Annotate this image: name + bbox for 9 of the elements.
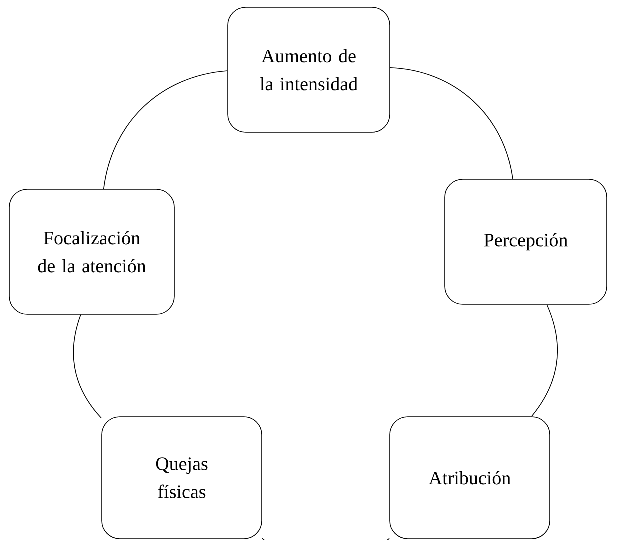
process-box: Percepción — [444, 179, 608, 305]
process-box: Quejas físicas — [102, 416, 262, 540]
process-box: Atribución — [390, 416, 550, 540]
process-box: Focalización de la atención — [9, 189, 175, 315]
connector-arc — [390, 67, 514, 180]
process-box: Aumento de la intensidad — [228, 7, 390, 133]
connector-arc — [103, 70, 228, 190]
connector-arc — [73, 314, 102, 419]
connector-arc — [531, 304, 558, 417]
